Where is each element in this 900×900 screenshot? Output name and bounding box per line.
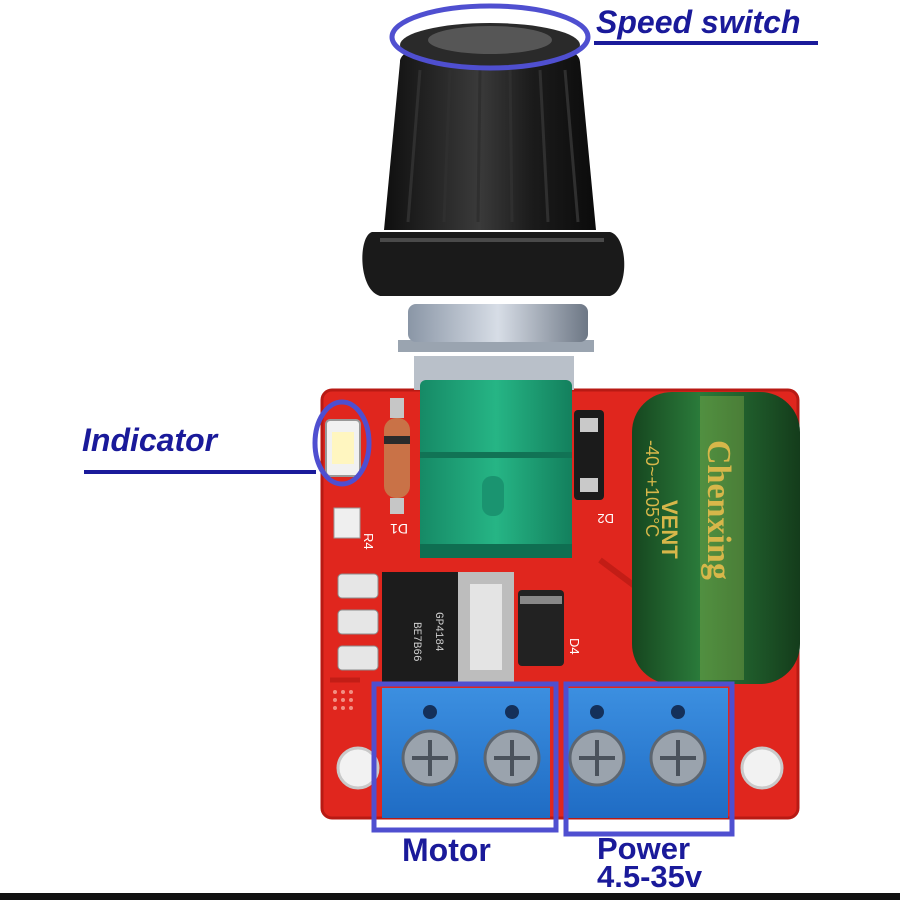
mounting-nut [398, 304, 594, 352]
speed-switch-highlight-ellipse [389, 3, 591, 71]
d4-marking: D4 [567, 638, 582, 655]
indicator-led [325, 419, 361, 477]
bottom-border [0, 893, 900, 900]
power-label-line2: 4.5-35v [597, 859, 703, 894]
electrolytic-capacitor: Chenxing VENT -40~+105°C [632, 392, 800, 684]
capacitor-vent: VENT [657, 500, 682, 559]
indicator-highlight-circle [312, 399, 372, 487]
diode-d2: D2 [574, 410, 614, 526]
power-terminal-block [566, 688, 728, 818]
smd-resistors: R4 [333, 507, 379, 671]
mosfet-text-1: GP4184 [432, 612, 444, 652]
mosfet-text-2: BE7B66 [410, 622, 422, 662]
indicator-label: Indicator [82, 422, 218, 458]
motor-highlight-box [371, 681, 559, 833]
diode-d4: D4 [518, 590, 582, 666]
power-label-line1: Power [597, 831, 691, 866]
speed-knob [362, 23, 625, 296]
motor-label: Motor [402, 832, 491, 868]
d1-marking: D1 [390, 521, 408, 537]
potentiometer-body [414, 356, 574, 558]
mosfet-chip: GP4184 BE7B66 [382, 572, 514, 682]
capacitor-brand: Chenxing [700, 440, 737, 580]
power-label: Power 4.5-35v [597, 831, 703, 894]
power-highlight-box [563, 681, 735, 837]
motor-terminal-block [382, 688, 550, 818]
capacitor-temp: -40~+105°C [642, 440, 662, 537]
speed-switch-label: Speed switch [596, 4, 801, 40]
d2-marking: D2 [597, 511, 614, 526]
r4-marking: R4 [361, 533, 376, 550]
diode-d1: D1 [384, 398, 410, 537]
